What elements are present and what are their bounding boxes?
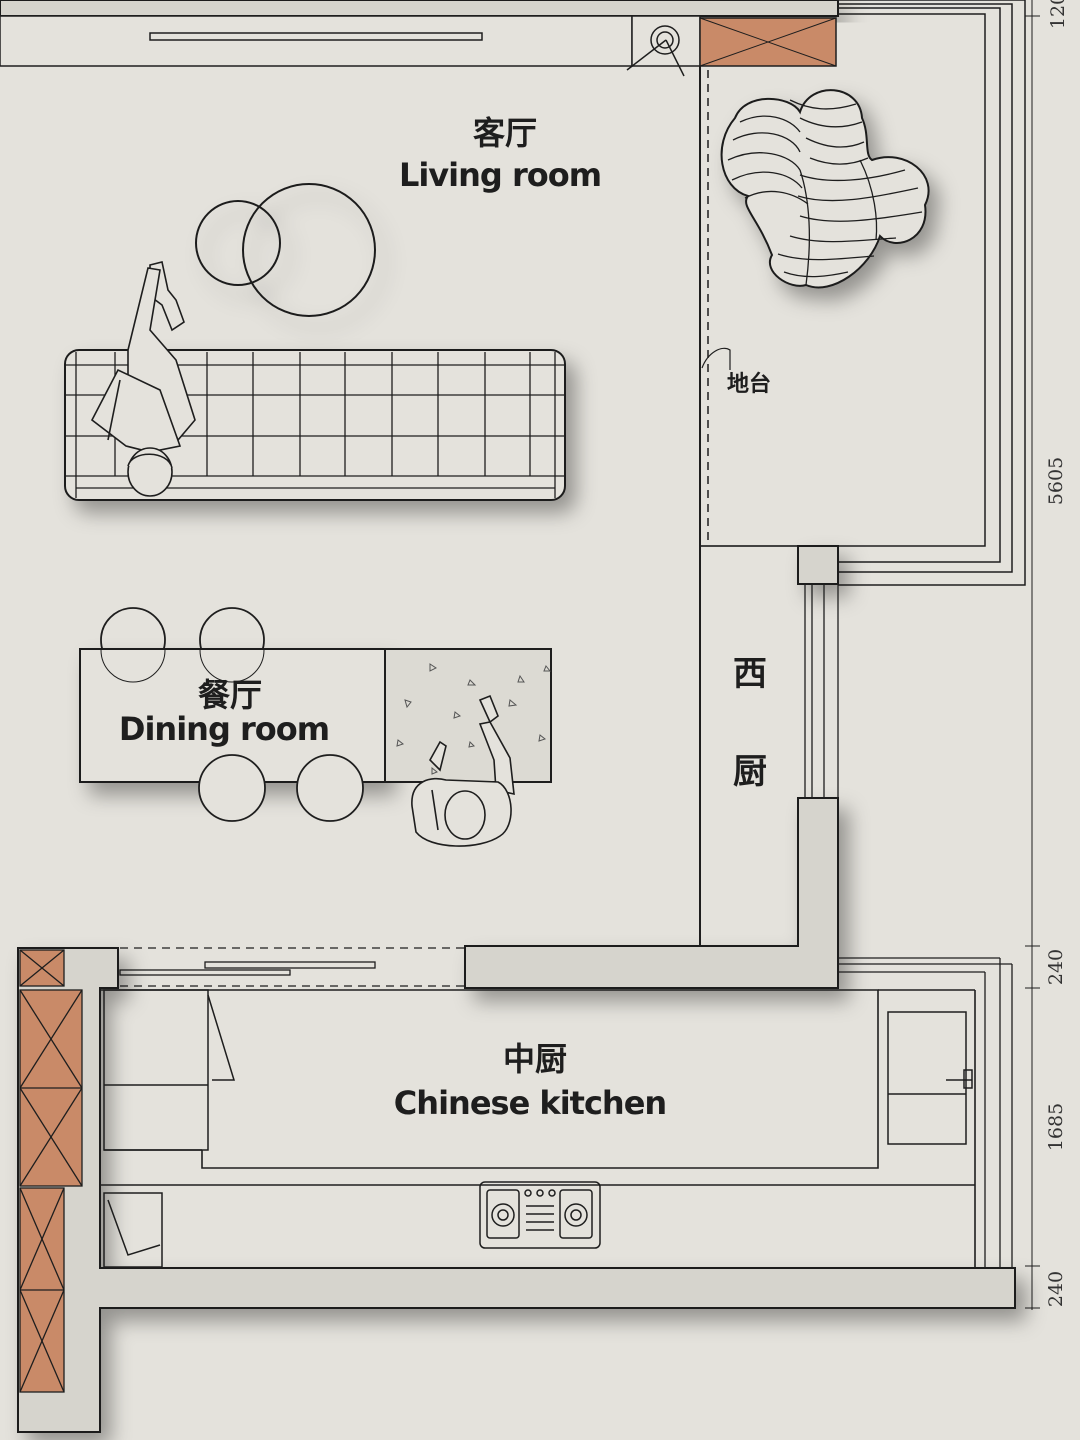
west-window-lines [700, 545, 839, 798]
stove-icon [479, 1181, 601, 1249]
kitchen-walls [17, 947, 1016, 1433]
lounge-chair-icon [720, 89, 930, 289]
floor-drain-icon [626, 25, 685, 77]
platform-leader [701, 347, 731, 370]
kitchen-counter [100, 989, 976, 1268]
wood-tall-cabinets [19, 949, 83, 1393]
terrazzo-counter [384, 648, 552, 783]
dining-room-label-cn: 餐厅 [197, 676, 263, 714]
dim-wall-1: 240 [1045, 948, 1068, 986]
person-cooking-icon [411, 694, 515, 847]
west-kitchen-label-2: 厨 [733, 752, 767, 792]
sink-cabinet [887, 1011, 973, 1145]
dining-chairs-bottom [198, 754, 364, 822]
kitchen-right-wall-lines [984, 958, 1013, 1268]
fridge [103, 989, 236, 1151]
dining-room-label-en: Dining room [118, 710, 330, 748]
sliding-door [119, 947, 1012, 987]
dim-right-long: 5605 [1045, 456, 1068, 506]
platform-label: 地台 [726, 372, 772, 397]
kitchen-label-cn: 中厨 [502, 1040, 568, 1078]
dishwasher [103, 1192, 163, 1268]
platform-outline [699, 0, 1026, 946]
lounge-chair-stripes [727, 99, 923, 286]
dining-chairs-top-overlay [100, 649, 265, 683]
west-kitchen-label-1: 西 [733, 654, 767, 694]
dim-top: 120 [1047, 0, 1070, 30]
west-kitchen-walls [464, 545, 839, 989]
living-room-label-en: Living room [398, 156, 602, 194]
person-lying-icon [90, 261, 196, 497]
living-room-label-cn: 客厅 [472, 114, 538, 152]
top-wall [0, 0, 839, 77]
kitchen-label-en: Chinese kitchen [393, 1084, 667, 1122]
dim-wall-2: 240 [1045, 1270, 1068, 1308]
dim-kitchen-depth: 1685 [1045, 1102, 1068, 1152]
coffee-tables [195, 183, 376, 317]
terrazzo-speckles [396, 663, 552, 775]
sofa [64, 349, 566, 501]
dim-right-ticks [1025, 15, 1040, 1309]
